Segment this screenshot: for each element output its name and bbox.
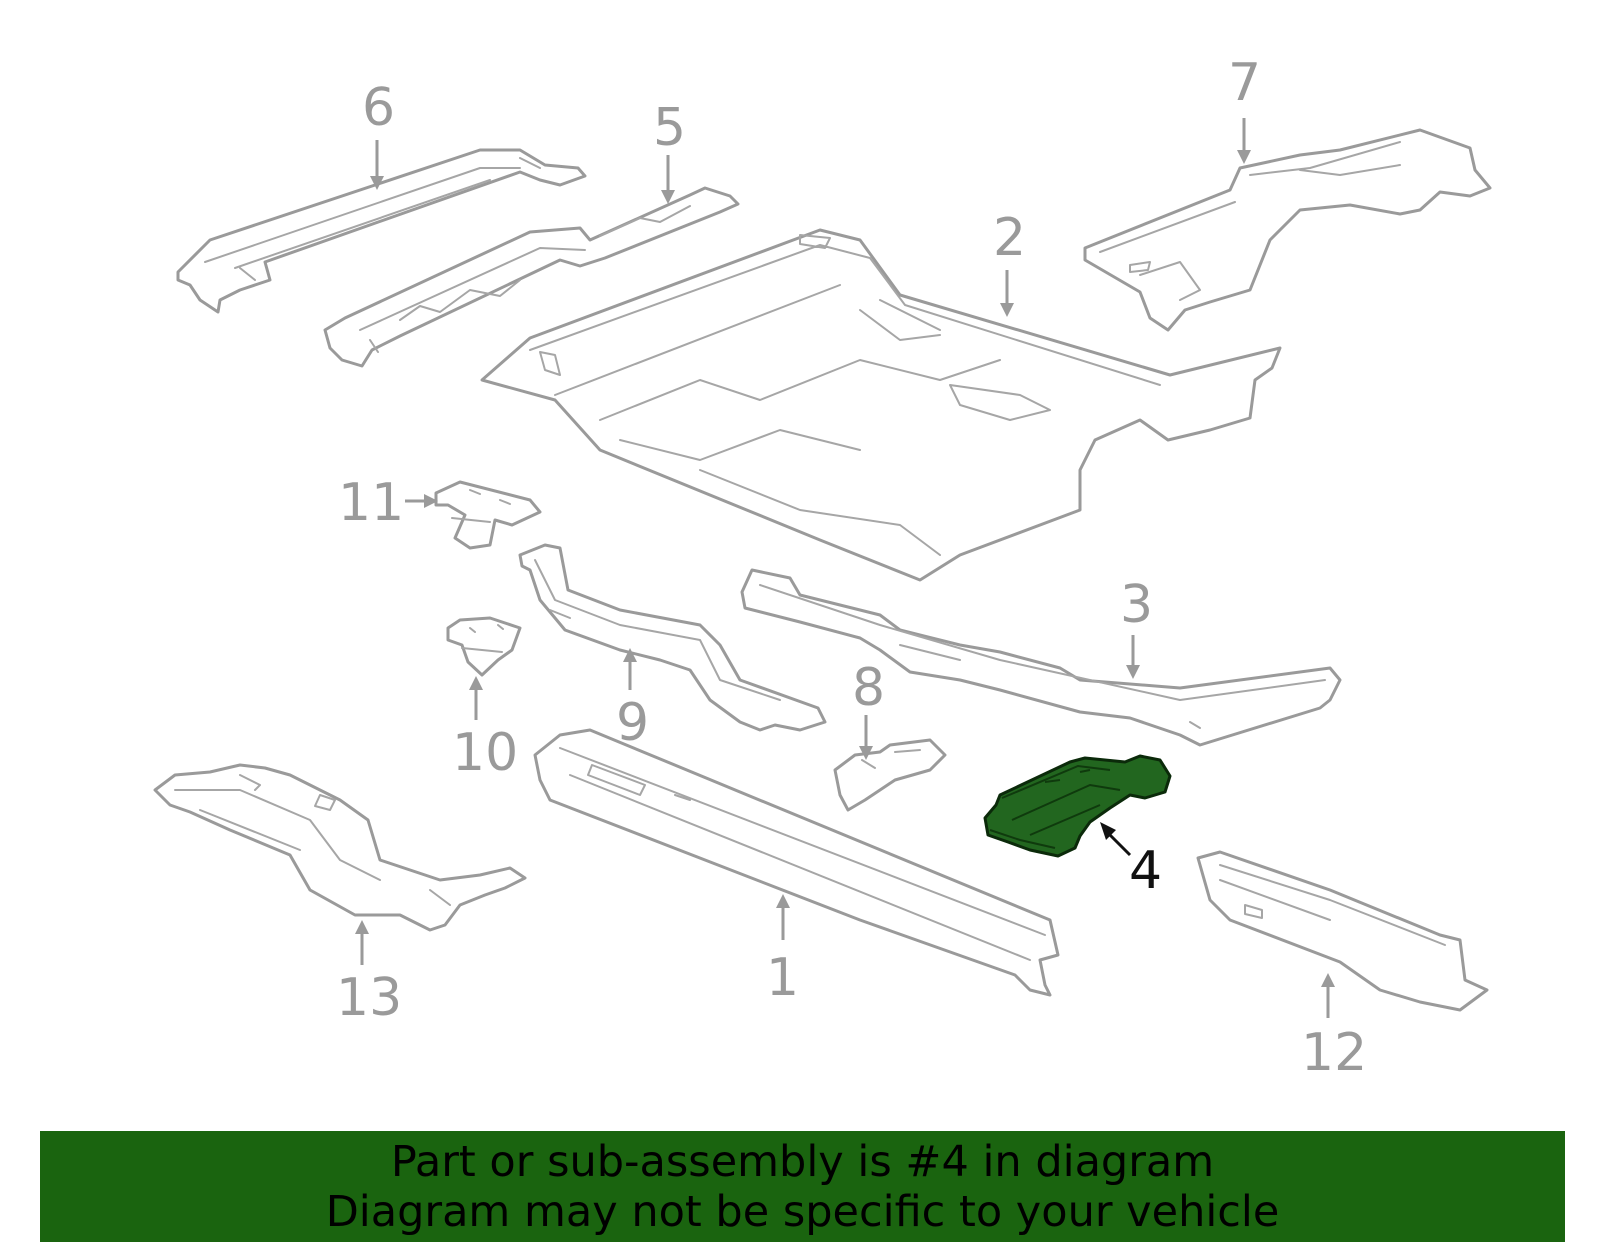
- part-12[interactable]: [1196, 850, 1489, 1012]
- part-9[interactable]: [518, 543, 827, 732]
- callout-label-12: 12: [1301, 1023, 1367, 1083]
- part-4-highlighted[interactable]: [983, 754, 1172, 858]
- callout-arrows: [355, 118, 1335, 1018]
- callout-labels: 6 5 7 2 11 3 9 8 10 4 1 13 12: [336, 53, 1367, 1083]
- callout-label-5: 5: [653, 98, 686, 158]
- part-10[interactable]: [446, 616, 522, 677]
- callout-label-9: 9: [616, 693, 649, 753]
- part-8[interactable]: [833, 738, 947, 812]
- callout-label-11: 11: [338, 473, 404, 533]
- part-6[interactable]: [176, 148, 587, 314]
- part-1[interactable]: [533, 728, 1060, 997]
- part-2[interactable]: [480, 228, 1282, 582]
- callout-label-10: 10: [452, 723, 518, 783]
- banner-line-2: Diagram may not be specific to your vehi…: [325, 1186, 1280, 1237]
- part-3[interactable]: [740, 568, 1342, 747]
- callout-label-3: 3: [1120, 575, 1153, 635]
- callout-label-8: 8: [852, 658, 885, 718]
- callout-label-13: 13: [336, 968, 402, 1028]
- part-13[interactable]: [153, 763, 527, 932]
- callout-label-6: 6: [362, 78, 395, 138]
- info-banner: Part or sub-assembly is #4 in diagram Di…: [40, 1131, 1565, 1242]
- callout-label-1: 1: [766, 948, 799, 1008]
- banner-line-1: Part or sub-assembly is #4 in diagram: [390, 1136, 1215, 1187]
- part-7[interactable]: [1083, 128, 1492, 332]
- callout-label-7: 7: [1228, 53, 1261, 113]
- callout-label-2: 2: [993, 208, 1026, 268]
- callout-label-4: 4: [1129, 841, 1162, 901]
- part-11[interactable]: [434, 480, 542, 550]
- part-5[interactable]: [323, 186, 740, 368]
